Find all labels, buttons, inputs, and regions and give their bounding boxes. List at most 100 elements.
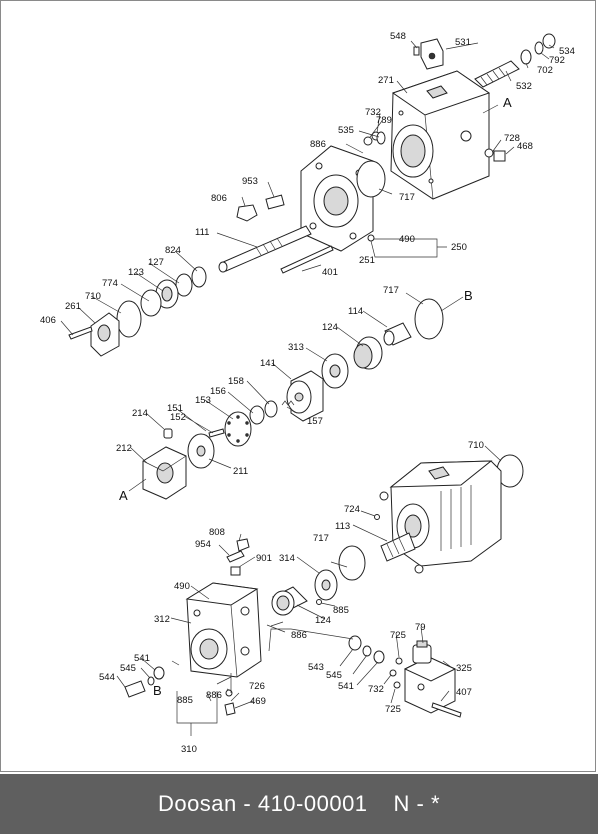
shoe-plate-211 xyxy=(187,433,215,469)
label-710-top: 710 xyxy=(85,291,101,302)
solenoid-79 xyxy=(412,640,432,664)
label-251: 251 xyxy=(359,255,375,266)
footer-caption: Doosan - 410-00001 N - * xyxy=(0,774,598,834)
valve-plate-314 xyxy=(314,569,338,601)
label-717-top: 717 xyxy=(399,192,415,203)
label-710-bottom: 710 xyxy=(468,440,484,451)
drive-shaft-111 xyxy=(218,225,312,273)
label-123: 123 xyxy=(128,267,144,278)
label-B-top: B xyxy=(464,288,473,303)
label-702: 702 xyxy=(537,65,553,76)
pin-490 xyxy=(367,234,375,242)
label-543: 543 xyxy=(308,662,324,673)
spring-114 xyxy=(383,322,412,346)
label-A-top: A xyxy=(503,95,512,110)
label-127: 127 xyxy=(148,257,164,268)
label-490-top: 490 xyxy=(399,234,415,245)
label-211: 211 xyxy=(233,466,248,477)
plug-541 xyxy=(373,650,385,664)
label-806: 806 xyxy=(211,193,227,204)
label-725-bottom: 725 xyxy=(385,704,401,715)
part-labels: 548 531 534 792 702 532 271 A 789 732 53… xyxy=(40,31,575,755)
label-954: 954 xyxy=(195,539,211,550)
label-717-mid: 717 xyxy=(383,285,399,296)
label-886-bottom: 886 xyxy=(206,690,222,701)
pin-401 xyxy=(280,245,334,274)
label-548: 548 xyxy=(390,31,406,42)
label-113: 113 xyxy=(335,521,350,532)
label-792: 792 xyxy=(549,55,565,66)
oring-717-c xyxy=(338,545,366,581)
label-314: 314 xyxy=(279,553,295,564)
label-271: 271 xyxy=(378,75,394,86)
label-313: 313 xyxy=(288,342,304,353)
snap-ring-824 xyxy=(191,266,207,288)
swash-plate-212 xyxy=(142,446,187,500)
label-468: 468 xyxy=(517,141,533,152)
plug-541-b xyxy=(153,666,165,680)
pump-housing-2 xyxy=(379,460,502,574)
bolt-406 xyxy=(68,326,93,340)
diagram-frame: 548 531 534 792 702 532 271 A 789 732 53… xyxy=(0,0,596,772)
label-A-bottom: A xyxy=(119,488,128,503)
pin-885 xyxy=(316,599,322,605)
label-151: 151 xyxy=(167,403,183,414)
label-B-bottom: B xyxy=(153,683,162,698)
label-214: 214 xyxy=(132,408,148,419)
valve-cover-plate xyxy=(300,145,374,252)
label-717-bottom: 717 xyxy=(313,533,329,544)
oring-545-b xyxy=(147,676,155,686)
label-953: 953 xyxy=(242,176,258,187)
bearing-123 xyxy=(155,279,179,309)
bearing-124 xyxy=(353,336,383,370)
label-111: 111 xyxy=(195,227,209,238)
label-407: 407 xyxy=(456,687,472,698)
label-124-bottom: 124 xyxy=(315,615,331,626)
oring-710 xyxy=(116,300,142,338)
label-261: 261 xyxy=(65,301,81,312)
oring-732-b xyxy=(389,669,397,677)
label-885-bottom: 885 xyxy=(177,695,193,706)
piston-151 xyxy=(208,428,225,438)
label-156: 156 xyxy=(210,386,226,397)
label-885-right: 885 xyxy=(333,605,349,616)
label-541-right: 541 xyxy=(338,681,354,692)
screw-954 xyxy=(226,550,245,563)
label-534: 534 xyxy=(559,46,575,57)
spring-157 xyxy=(281,400,295,406)
oring-717-b xyxy=(414,298,444,340)
valve-plate-313 xyxy=(321,353,349,389)
leader-lines xyxy=(60,40,555,736)
plug-901 xyxy=(230,566,241,576)
label-886-top: 886 xyxy=(310,139,326,150)
oring-725-b xyxy=(393,681,401,689)
set-plate-153 xyxy=(224,411,252,447)
label-325: 325 xyxy=(456,663,472,674)
label-153: 153 xyxy=(195,395,211,406)
plug-724 xyxy=(374,514,380,520)
label-728: 728 xyxy=(504,133,520,144)
footer-brand-part: Doosan - 410-00001 xyxy=(157,791,368,816)
drive-shaft-113 xyxy=(380,532,416,562)
label-157: 157 xyxy=(307,416,323,427)
label-774: 774 xyxy=(102,278,118,289)
label-535: 535 xyxy=(338,125,354,136)
pump-housing-271 xyxy=(390,70,491,200)
oring-725-a xyxy=(395,657,403,665)
plug-535 xyxy=(376,131,386,145)
fitting-531 xyxy=(420,38,444,70)
label-732-top: 732 xyxy=(365,107,381,118)
cylinder-block-141 xyxy=(286,370,324,422)
label-312: 312 xyxy=(154,614,170,625)
bolt-407 xyxy=(431,702,462,718)
cap-534 xyxy=(542,33,556,49)
plug-469 xyxy=(224,702,236,716)
ring-702 xyxy=(520,49,532,65)
label-886-mid: 886 xyxy=(291,630,307,641)
spacer-158 xyxy=(264,400,278,418)
label-469: 469 xyxy=(250,696,266,707)
label-532: 532 xyxy=(516,81,532,92)
seal-774 xyxy=(140,289,162,317)
label-726: 726 xyxy=(249,681,265,692)
label-141: 141 xyxy=(260,358,276,369)
